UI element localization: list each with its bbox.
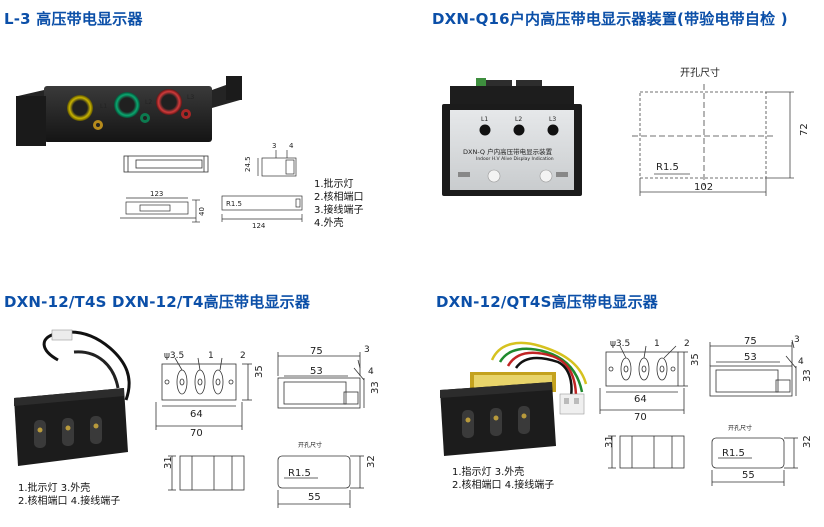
t4s-dim-31: 31 bbox=[163, 456, 174, 469]
legend-item: 3.接线端子 bbox=[314, 205, 364, 216]
legend-item: 1.指示灯 3.外壳 bbox=[452, 467, 525, 478]
qt4s-legend: 1.指示灯 3.外壳 2.核相端口 4.接线端子 bbox=[452, 466, 554, 492]
title-q16: DXN-Q16户内高压带电显示器装置(带验电带自检 ) bbox=[432, 10, 788, 28]
q16-cutout-title: 开孔尺寸 bbox=[680, 66, 720, 79]
legend-item: 4.外壳 bbox=[314, 218, 344, 229]
l3-legend: 1.批示灯 2.核相端口 3.接线端子 4.外壳 bbox=[314, 178, 364, 230]
l3-dim-h: 24.5 bbox=[244, 156, 252, 172]
legend-item: 1.批示灯 3.外壳 bbox=[18, 483, 91, 494]
t4s-dim-53: 53 bbox=[310, 366, 323, 377]
title-qt4s: DXN-12/QT4S高压带电显示器 bbox=[436, 293, 658, 311]
qt4s-callout-2: 2 bbox=[684, 339, 690, 349]
legend-item: 2.核相端口 bbox=[314, 192, 364, 203]
t4s-callout-1: 1 bbox=[208, 351, 214, 361]
t4s-side-drawing bbox=[277, 352, 365, 409]
q16-device-photo: L1 L2 L3 DXN-Q 户内高压带电显示装置 Indoor H.V Ali… bbox=[442, 78, 582, 196]
lamp-label: L2 bbox=[145, 99, 152, 106]
t4s-dim-75: 75 bbox=[310, 346, 323, 357]
t4s-cutout-h: 32 bbox=[366, 455, 377, 468]
q16-panel-sub: Indoor H.V Alive Display Indication bbox=[476, 156, 554, 162]
qt4s-dim-33: 33 bbox=[802, 369, 813, 382]
l3-cutout-drawing bbox=[221, 195, 303, 222]
q16-dim-h: 72 bbox=[799, 123, 810, 136]
qt4s-side-drawing bbox=[709, 339, 797, 397]
t4s-callout-3: 3 bbox=[364, 345, 370, 355]
qt4s-dim-53: 53 bbox=[744, 352, 757, 363]
q16-dim-r: R1.5 bbox=[656, 162, 679, 173]
t4s-cutout-w: 55 bbox=[308, 492, 321, 503]
t4s-device-photo bbox=[14, 329, 131, 466]
lamp-label: L3 bbox=[549, 116, 556, 123]
legend-item: 2.核相端口 4.接线端子 bbox=[452, 480, 555, 491]
qt4s-cutout-title: 开孔尺寸 bbox=[728, 424, 752, 432]
lamp-label: L1 bbox=[481, 116, 488, 123]
t4s-callout-4: 4 bbox=[368, 367, 374, 377]
qt4s-dim-hole: ψ3.5 bbox=[610, 339, 630, 349]
q16-dim-w: 102 bbox=[694, 182, 713, 193]
t4s-cutout-drawing bbox=[277, 455, 364, 508]
t4s-callout-2: 2 bbox=[240, 351, 246, 361]
qt4s-callout-1: 1 bbox=[654, 339, 660, 349]
lamp-label: L3 bbox=[187, 94, 194, 101]
t4s-dim-hole: ψ3.5 bbox=[164, 351, 184, 361]
l3-side-view-drawing bbox=[257, 150, 297, 177]
qt4s-cutout-w: 55 bbox=[742, 470, 755, 481]
title-t4s: DXN-12/T4S DXN-12/T4高压带电显示器 bbox=[4, 293, 311, 311]
qt4s-cutout-h: 32 bbox=[802, 435, 813, 448]
l3-dim-124: 124 bbox=[252, 222, 266, 230]
l3-dim-40: 40 bbox=[198, 207, 206, 216]
l3-device-photo: L1 L2 L3 bbox=[16, 76, 242, 146]
l3-top-view-drawing bbox=[120, 197, 200, 223]
lamp-label: L1 bbox=[100, 103, 107, 110]
qt4s-device-photo bbox=[440, 341, 588, 456]
l3-callout-3: 3 bbox=[272, 142, 276, 150]
l3-front-view-drawing bbox=[123, 155, 209, 173]
qt4s-dim-64: 64 bbox=[634, 394, 647, 405]
legend-item: 1.批示灯 bbox=[314, 179, 354, 190]
l3-dim-123: 123 bbox=[150, 190, 163, 198]
qt4s-dim-31: 31 bbox=[604, 435, 615, 448]
q16-panel-label: DXN-Q 户内高压带电显示装置 bbox=[463, 147, 553, 156]
qt4s-dim-75: 75 bbox=[744, 336, 757, 347]
qt4s-dim-70: 70 bbox=[634, 412, 647, 423]
t4s-cutout-title: 开孔尺寸 bbox=[298, 441, 322, 449]
qt4s-cutout-drawing bbox=[711, 437, 798, 486]
lamp-label: L2 bbox=[515, 116, 522, 123]
title-l3: L-3 高压带电显示器 bbox=[4, 10, 143, 28]
qt4s-cutout-r: R1.5 bbox=[722, 448, 745, 459]
t4s-dim-33: 33 bbox=[370, 381, 381, 394]
qt4s-back-drawing bbox=[608, 435, 685, 469]
t4s-dim-70: 70 bbox=[190, 428, 203, 439]
t4s-dim-64: 64 bbox=[190, 409, 203, 420]
qt4s-callout-3: 3 bbox=[794, 335, 800, 345]
t4s-back-drawing bbox=[168, 455, 245, 491]
q16-cutout-drawing bbox=[632, 84, 794, 196]
legend-item: 2.核相端口 4.接线端子 bbox=[18, 496, 121, 507]
t4s-dim-35: 35 bbox=[254, 365, 265, 378]
l3-dim-r: R1.5 bbox=[226, 200, 242, 208]
qt4s-front-drawing bbox=[599, 345, 688, 414]
l3-callout-4: 4 bbox=[289, 142, 294, 150]
qt4s-callout-4: 4 bbox=[798, 357, 804, 367]
t4s-cutout-r: R1.5 bbox=[288, 468, 311, 479]
qt4s-dim-35: 35 bbox=[690, 353, 701, 366]
t4s-front-drawing bbox=[155, 357, 252, 430]
t4s-legend: 1.批示灯 3.外壳 2.核相端口 4.接线端子 bbox=[18, 482, 120, 508]
